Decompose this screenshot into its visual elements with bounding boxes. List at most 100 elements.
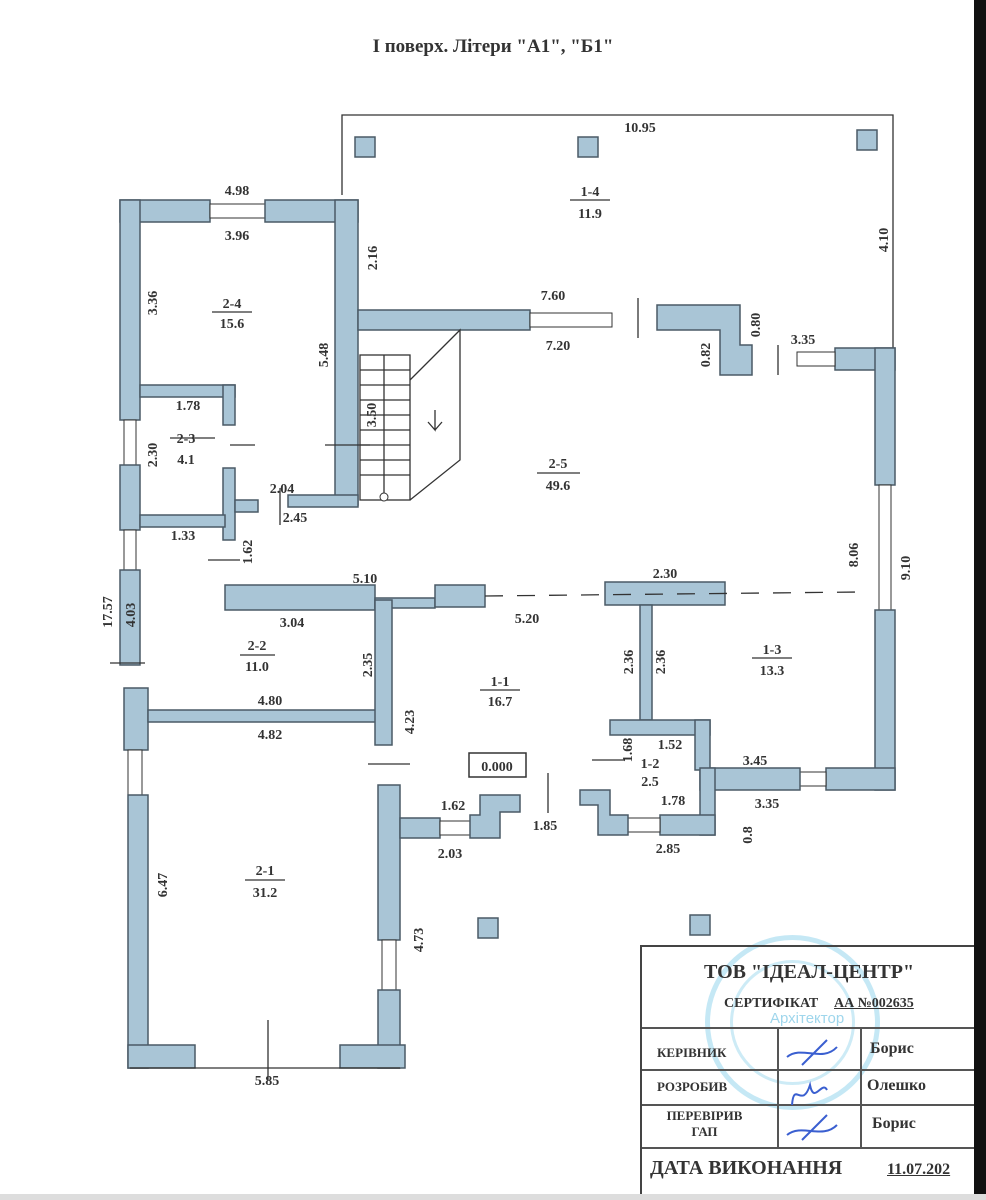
dimension-label: 2.85 [656,842,681,857]
dimension-label: 0.80 [749,313,764,338]
window [799,771,827,787]
wall [234,499,259,513]
dimensions: 10.95 4.98 3.96 2.16 4.10 3.36 5.48 7.60… [101,121,914,1089]
date-label: ДАТА ВИКОНАННЯ [650,1157,843,1179]
wall [339,1044,406,1069]
room-id: 2-3 [177,432,196,447]
wall [222,467,236,541]
dimension-label: 0.82 [699,343,714,368]
window [878,484,892,611]
signatures [786,1039,838,1141]
stamp-text: Архітектор [770,1010,845,1027]
wall [579,789,629,836]
room-id: 1-3 [763,643,782,658]
dimension-label: 3.45 [743,754,768,769]
dimension-label: 4.98 [225,184,250,199]
dimension-label: 1.62 [241,540,256,565]
bottom-border [0,1194,986,1200]
dimension-lines [110,199,861,1080]
room-id: 1-4 [581,185,600,200]
window [123,419,137,466]
dimension-label: 7.60 [541,289,566,304]
wall [639,604,653,721]
dimension-label: 1.78 [661,794,686,809]
wall [287,494,359,508]
room-area: 31.2 [253,886,278,901]
wall [399,817,441,839]
company-name: ТОВ "ІДЕАЛ-ЦЕНТР" [704,961,915,983]
walls [119,199,896,1069]
room-area: 2.5 [641,775,659,790]
dimension-label: 1.33 [171,529,196,544]
dimension-label: 2.36 [654,650,669,675]
wall [656,304,753,376]
wall [119,569,141,666]
dimension-label: 10.95 [624,121,656,136]
dimension-label: 2.16 [366,246,381,271]
dimension-label: 2.45 [283,511,308,526]
dimension-label: 1.62 [441,799,466,814]
dimension-label: 3.36 [146,291,161,316]
wall [604,581,726,606]
wall [434,584,486,608]
role-label: ПЕРЕВІРИВ ГАП [666,1108,743,1139]
wall [147,709,381,723]
wall [377,784,401,941]
dimension-label: 0.8 [741,826,756,844]
dimension-label: 2.30 [653,567,678,582]
cert-label: СЕРТИФІКАТ [724,996,819,1011]
dimension-label: 7.20 [546,339,571,354]
dimension-label: 3.35 [755,797,780,812]
dimension-label: 2.04 [270,482,295,497]
room-area: 15.6 [220,317,245,332]
plan-title: І поверх. Літери "А1", "Б1" [373,36,614,57]
dimension-label: 5.20 [515,612,540,627]
dimension-label: 2.36 [622,650,637,675]
dimension-label: 2.35 [361,653,376,678]
screen-edge [974,0,986,1200]
wall [694,719,711,771]
wall [119,199,141,421]
dimension-label: 2.03 [438,847,463,862]
cert-number: АА №002635 [834,996,914,1011]
dimension-label: 6.47 [156,873,171,898]
wall [139,514,226,528]
room-area: 11.0 [245,660,269,675]
window [796,351,836,367]
room-labels: 1-411.9 2-415.6 2-34.1 2-549.6 2-211.0 1… [177,185,785,901]
column [477,917,499,939]
dimension-label: 5.10 [353,572,378,587]
wall [224,584,376,611]
dimension-label: 3.50 [365,403,380,428]
wall [469,794,521,839]
window [627,817,661,833]
terrace-outline [341,114,894,348]
column [689,914,711,936]
dimension-label: 1.78 [176,399,201,414]
room-id: 1-1 [491,675,510,690]
room-area: 13.3 [760,664,785,679]
wall [334,199,359,506]
column [856,129,878,151]
room-area: 16.7 [488,695,513,710]
dimension-label: 4.10 [877,228,892,253]
dimension-label: 4.73 [412,928,427,953]
dimension-label: 1.68 [621,738,636,763]
date-value: 11.07.202 [887,1161,951,1178]
wall [222,384,236,426]
column [577,136,599,158]
wall [127,1044,196,1069]
wall [659,814,716,836]
stair [359,328,461,502]
wall [123,687,149,751]
role-label: КЕРІВНИК [657,1045,727,1060]
wall [874,609,896,791]
architect-stamp-inner [730,960,855,1085]
role-label: РОЗРОБИВ [657,1079,728,1094]
title-block: ТОВ "ІДЕАЛ-ЦЕНТР" СЕРТИФІКАТ АА №002635 … [640,945,976,1200]
wall [127,794,149,1069]
dimension-label: 9.10 [899,556,914,581]
wall [374,599,393,746]
